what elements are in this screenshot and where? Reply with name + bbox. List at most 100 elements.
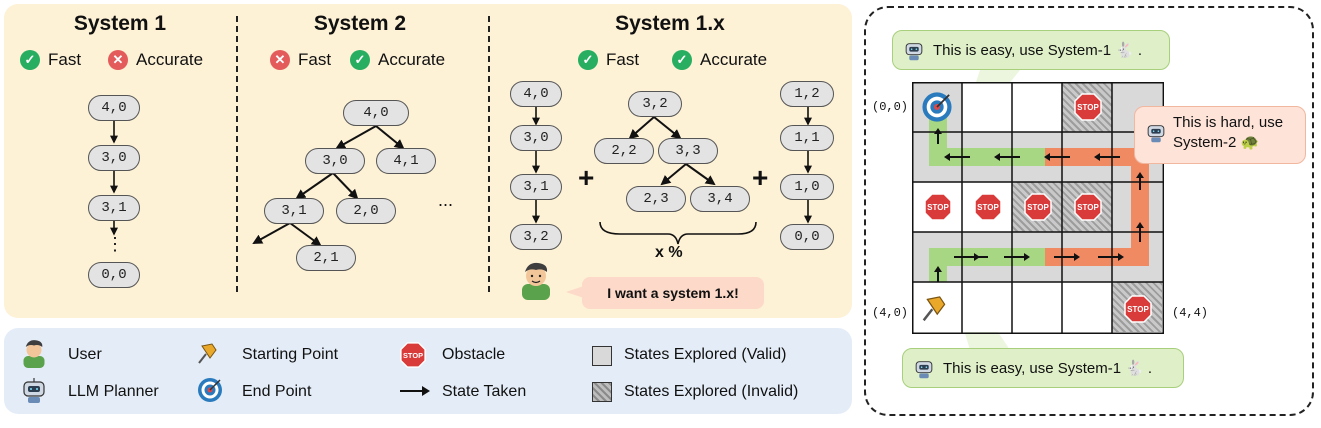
svg-text:STOP: STOP	[1027, 203, 1049, 212]
system1-fast: ✓ Fast	[20, 50, 81, 70]
stop-sign-icon: STOP	[1124, 295, 1152, 323]
system2-accurate: ✓ Accurate	[350, 50, 445, 70]
tree-node: 4,1	[376, 148, 436, 174]
stop-sign-icon: STOP	[1024, 193, 1052, 221]
legend-explored-valid: States Explored (Valid)	[624, 346, 787, 363]
legend-state-taken: State Taken	[442, 383, 527, 400]
planner-bubble-top: This is easy, use System-1 🐇 .	[892, 30, 1170, 70]
legend-llm-planner: LLM Planner	[68, 383, 159, 400]
tree-edges	[110, 107, 812, 247]
tree-node: 3,2	[510, 224, 562, 250]
user-speech-bubble: I want a system 1.x!	[582, 277, 764, 309]
system2-fast: ✕ Fast	[270, 50, 331, 70]
tree-node: 4,0	[88, 95, 140, 121]
stop-sign-icon: STOP	[1074, 93, 1102, 121]
tree-node: 3,1	[510, 174, 562, 200]
tree-node: 3,3	[658, 138, 718, 164]
svg-text:STOP: STOP	[1077, 103, 1099, 112]
state-taken-arrow-icon	[400, 386, 430, 396]
separator-1	[236, 16, 238, 292]
tree-node: 4,0	[343, 100, 409, 126]
svg-text:STOP: STOP	[403, 351, 423, 360]
tree-node: 3,0	[305, 148, 365, 174]
stop-sign-icon: STOP	[924, 193, 952, 221]
coord-4-0: (4,0)	[872, 306, 909, 320]
check-icon: ✓	[672, 50, 692, 70]
user-icon	[23, 340, 45, 368]
robot-icon	[1147, 125, 1165, 143]
grid-cell	[1012, 82, 1062, 132]
cross-icon: ✕	[270, 50, 290, 70]
robot-icon	[915, 361, 933, 379]
planner-bubble-bottom: This is easy, use System-1 🐇 .	[902, 348, 1184, 388]
grid-cell	[962, 282, 1012, 332]
system1-title: System 1	[73, 12, 167, 35]
percent-label: x %	[655, 244, 683, 261]
tree-node: 2,1	[296, 245, 356, 271]
system2-title: System 2	[313, 12, 407, 35]
tree-node: 0,0	[88, 262, 140, 288]
system1-accurate: ✕ Accurate	[108, 50, 203, 70]
tree-node: 1,2	[780, 81, 834, 107]
stop-sign-icon: STOP	[974, 193, 1002, 221]
user-speech-text: I want a system 1.x!	[607, 285, 739, 301]
grid-cell	[1062, 282, 1112, 332]
user-avatar-icon	[522, 262, 550, 300]
legend-starting-point: Starting Point	[242, 346, 339, 363]
target-icon	[198, 378, 222, 402]
tree-node: 3,1	[264, 198, 324, 224]
tree-node: 4,0	[510, 81, 562, 107]
rabbit-icon: 🐇	[1115, 42, 1134, 59]
robot-icon	[905, 43, 923, 61]
tree-node: 3,0	[88, 145, 140, 171]
check-icon: ✓	[20, 50, 40, 70]
explored-invalid-swatch	[592, 382, 612, 402]
tree-node: 3,1	[88, 195, 140, 221]
planner-bubble-mid: This is hard, use System-2 🐢	[1134, 106, 1306, 164]
stop-sign-icon: STOP	[400, 342, 426, 368]
robot-icon	[23, 378, 45, 403]
legend-panel	[4, 328, 852, 414]
tree-node: 3,4	[690, 186, 750, 212]
plus-sign: +	[752, 162, 769, 193]
grid-cell	[1012, 282, 1062, 332]
grid-cell	[962, 82, 1012, 132]
explored-valid-swatch	[592, 346, 612, 366]
tree-node: 0,0	[780, 224, 834, 250]
check-icon: ✓	[578, 50, 598, 70]
tree-node: 2,3	[626, 186, 686, 212]
start-point-pushpin-icon	[922, 296, 946, 322]
tree-node: 3,2	[628, 91, 682, 117]
speech-tail	[566, 286, 584, 298]
rabbit-icon: 🐇	[1125, 360, 1144, 377]
legend-user: User	[68, 346, 102, 363]
plus-sign: +	[578, 162, 595, 193]
legend-explored-invalid: States Explored (Invalid)	[624, 383, 799, 400]
end-point-target-icon	[922, 92, 952, 122]
tree-node: 3,0	[510, 125, 562, 151]
pushpin-icon	[198, 343, 217, 364]
legend-end-point: End Point	[242, 383, 312, 400]
cross-icon: ✕	[108, 50, 128, 70]
coord-0-0: (0,0)	[872, 100, 909, 114]
tree-node: 2,2	[594, 138, 654, 164]
stop-sign-icon: STOP	[1074, 193, 1102, 221]
ellipsis-vertical: ⋮	[106, 234, 124, 254]
system1x-fast: ✓ Fast	[578, 50, 639, 70]
system1x-accurate: ✓ Accurate	[672, 50, 767, 70]
separator-2	[488, 16, 490, 292]
legend-obstacle: Obstacle	[442, 346, 506, 363]
check-icon: ✓	[350, 50, 370, 70]
ellipsis: ...	[438, 190, 454, 210]
svg-text:STOP: STOP	[977, 203, 999, 212]
svg-text:STOP: STOP	[927, 203, 949, 212]
system1x-title: System 1.x	[615, 12, 725, 35]
svg-text:STOP: STOP	[1127, 305, 1149, 314]
turtle-icon: 🐢	[1240, 134, 1260, 151]
tree-node: 1,1	[780, 125, 834, 151]
path-overlay	[912, 82, 1164, 334]
svg-text:STOP: STOP	[1077, 203, 1099, 212]
coord-4-4: (4,4)	[1172, 306, 1209, 320]
tree-node: 1,0	[780, 174, 834, 200]
tree-node: 2,0	[336, 198, 396, 224]
